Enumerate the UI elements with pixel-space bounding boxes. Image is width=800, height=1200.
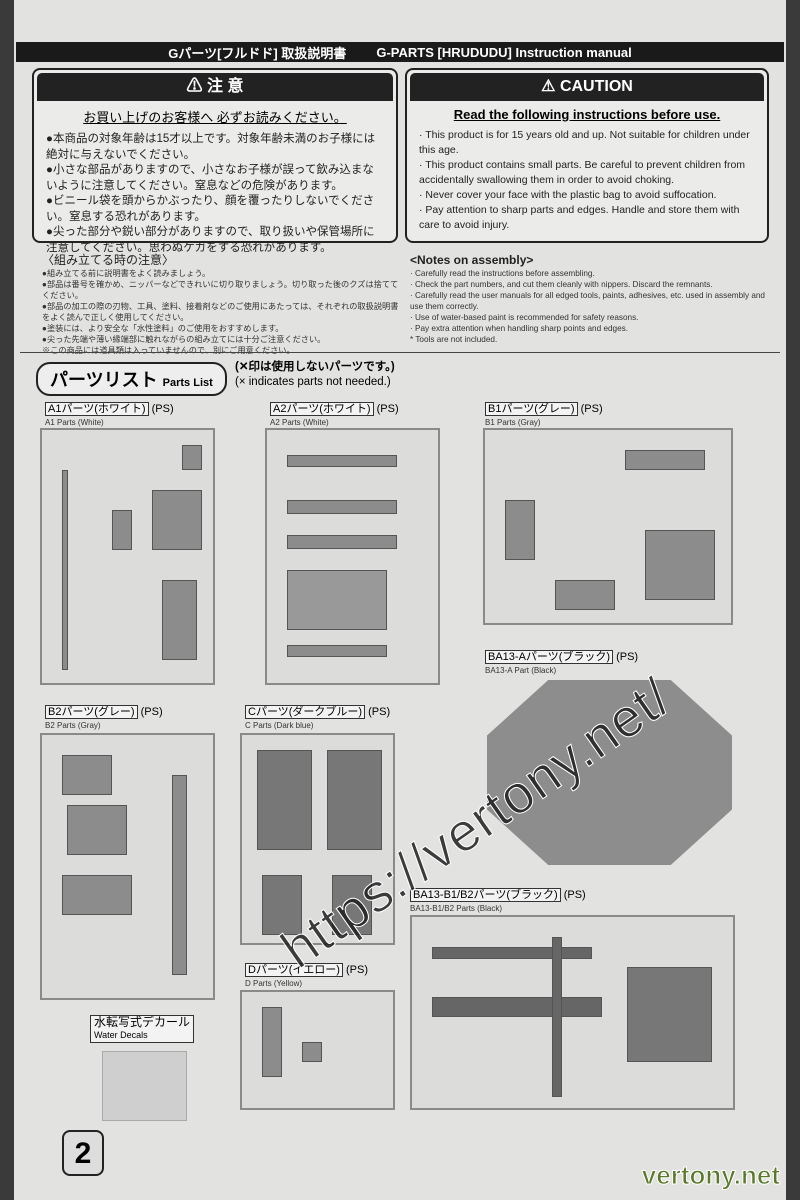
note-jp: (✕印は使用しないパーツです。)	[235, 361, 395, 373]
label-jp: BA13-Aパーツ(ブラック)	[485, 650, 614, 664]
note-item: ●尖った先端や薄い縁端部に触れながらの組み立てには十分ご注意ください。	[42, 335, 326, 344]
note-item: · Carefully read the instructions before…	[410, 269, 595, 278]
caution-title-jp: ⚠ 注 意	[37, 73, 393, 101]
note-item: · Pay extra attention when handling shar…	[410, 324, 629, 333]
note-item: ※この商品には道具類は入っていませんので、別にご用意ください。	[42, 346, 295, 355]
assembly-notes-jp: 〈組み立てる時の注意〉 ●組み立てる前に説明書をよく読みましょう。 ●部品は番号…	[42, 253, 402, 356]
label-en: B2 Parts (Gray)	[45, 721, 101, 730]
label-en: D Parts (Yellow)	[245, 979, 303, 988]
note-item: ●部品は番号を確かめ、ニッパーなどできれいに切り取りましょう。切り取った後のクズ…	[42, 280, 399, 300]
caution-item: ●尖った部分や鋭い部分がありますので、取り扱いや保管場所に注意してください。思わ…	[46, 226, 375, 254]
assembly-notes-en: <Notes on assembly> · Carefully read the…	[410, 253, 770, 345]
sprue-a1	[40, 428, 215, 685]
label-ps: (PS)	[346, 964, 369, 976]
label-en: B1 Parts (Gray)	[485, 418, 541, 427]
parts-list-note: (✕印は使用しないパーツです。) (× indicates parts not …	[235, 360, 395, 390]
sprue-d	[240, 990, 395, 1110]
caution-subtitle-en: Read the following instructions before u…	[453, 107, 721, 122]
label-en: A1 Parts (White)	[45, 418, 104, 427]
parts-list-title-en: Parts List	[162, 377, 213, 389]
label-jp: Dパーツ(イエロー)	[245, 963, 343, 977]
caution-item: · Pay attention to sharp parts and edges…	[419, 204, 740, 231]
caution-item: ●ビニール袋を頭からかぶったり、顔を覆ったりしないでください。窒息する恐れがあり…	[46, 195, 375, 223]
note-en: (× indicates parts not needed.)	[235, 376, 391, 388]
note-item: * Tools are not included.	[410, 335, 498, 344]
sprue-a2	[265, 428, 440, 685]
note-item: · Use of water-based paint is recommende…	[410, 313, 639, 322]
label-jp: A2パーツ(ホワイト)	[270, 402, 374, 416]
decal-label-en: Water Decals	[94, 1030, 148, 1040]
label-ps: (PS)	[563, 889, 586, 901]
caution-item: · This product is for 15 years old and u…	[419, 129, 750, 156]
label-ps: (PS)	[580, 403, 603, 415]
label-d: Dパーツ(イエロー) (PS) D Parts (Yellow)	[245, 963, 369, 989]
label-en: A2 Parts (White)	[270, 418, 329, 427]
note-item: ●塗装には、より安全な「水性塗料」のご使用をおすすめします。	[42, 324, 284, 333]
header-en: G-PARTS [HRUDUDU] Instruction manual	[376, 44, 632, 60]
sprue-b1	[483, 428, 733, 625]
caution-subtitle-jp: お買い上げのお客様へ 必ずお読みください。	[83, 110, 347, 125]
parts-list-title-jp: パーツリスト	[50, 370, 158, 390]
notes-title-en: <Notes on assembly>	[410, 253, 534, 267]
caution-box-en: ⚠ CAUTION Read the following instruction…	[405, 68, 769, 243]
label-en: BA13-A Part (Black)	[485, 666, 557, 675]
sprue-b2	[40, 733, 215, 1000]
label-jp: BA13-B1/B2パーツ(ブラック)	[410, 888, 561, 902]
caution-item: ●本商品の対象年齢は15才以上です。対象年齢未満のお子様には絶対に与えないでくだ…	[46, 133, 376, 161]
caution-title-en: ⚠ CAUTION	[410, 73, 764, 101]
label-ps: (PS)	[368, 706, 391, 718]
sprue-ba13b	[410, 915, 735, 1110]
caution-item: · This product contains small parts. Be …	[419, 159, 746, 186]
label-ps: (PS)	[376, 403, 399, 415]
label-ps: (PS)	[140, 706, 163, 718]
label-b1: B1パーツ(グレー) (PS) B1 Parts (Gray)	[485, 402, 603, 428]
notes-title-jp: 〈組み立てる時の注意〉	[42, 253, 175, 267]
caution-item: · Never cover your face with the plastic…	[419, 189, 717, 201]
note-item: · Carefully read the user manuals for al…	[410, 291, 765, 311]
label-jp: B1パーツ(グレー)	[485, 402, 578, 416]
note-item: ●組み立てる前に説明書をよく読みましょう。	[42, 269, 211, 278]
label-jp: Cパーツ(ダークブルー)	[245, 705, 366, 719]
section-divider	[20, 352, 780, 353]
note-item: · Check the part numbers, and cut them c…	[410, 280, 713, 289]
sprue-c	[240, 733, 395, 945]
label-c: Cパーツ(ダークブルー) (PS) C Parts (Dark blue)	[245, 705, 391, 731]
label-en: C Parts (Dark blue)	[245, 721, 314, 730]
decal-label-jp: 水転写式デカール	[94, 1015, 191, 1029]
watermark-site: vertony.net	[641, 1160, 780, 1191]
label-jp: A1パーツ(ホワイト)	[45, 402, 149, 416]
header-jp: Gパーツ[フルドド] 取扱説明書	[168, 45, 347, 61]
parts-list-title: パーツリスト Parts List	[36, 362, 227, 396]
page-number: 2	[62, 1130, 104, 1176]
label-jp: B2パーツ(グレー)	[45, 705, 138, 719]
ba13a-display-base	[487, 680, 732, 865]
label-a2: A2パーツ(ホワイト) (PS) A2 Parts (White)	[270, 402, 399, 428]
label-en: BA13-B1/B2 Parts (Black)	[410, 904, 503, 913]
label-ps: (PS)	[616, 651, 639, 663]
note-item: ●部品の加工の際の刃物、工具、塗料、接着剤などのご使用にあたっては、それぞれの取…	[42, 302, 399, 322]
label-ba13a: BA13-Aパーツ(ブラック) (PS) BA13-A Part (Black)	[485, 650, 639, 676]
caution-item: ●小さな部品がありますので、小さなお子様が誤って飲み込まないように注意してくださ…	[46, 164, 374, 192]
label-a1: A1パーツ(ホワイト) (PS) A1 Parts (White)	[45, 402, 174, 428]
label-b2: B2パーツ(グレー) (PS) B2 Parts (Gray)	[45, 705, 163, 731]
label-ba13b: BA13-B1/B2パーツ(ブラック) (PS) BA13-B1/B2 Parts…	[410, 888, 586, 914]
label-ps: (PS)	[151, 403, 174, 415]
decal-sheet	[102, 1051, 187, 1121]
caution-box-jp: ⚠ 注 意 お買い上げのお客様へ 必ずお読みください。 ●本商品の対象年齢は15…	[32, 68, 398, 254]
page-header: Gパーツ[フルドド] 取扱説明書 G-PARTS [HRUDUDU] Instr…	[16, 42, 784, 62]
